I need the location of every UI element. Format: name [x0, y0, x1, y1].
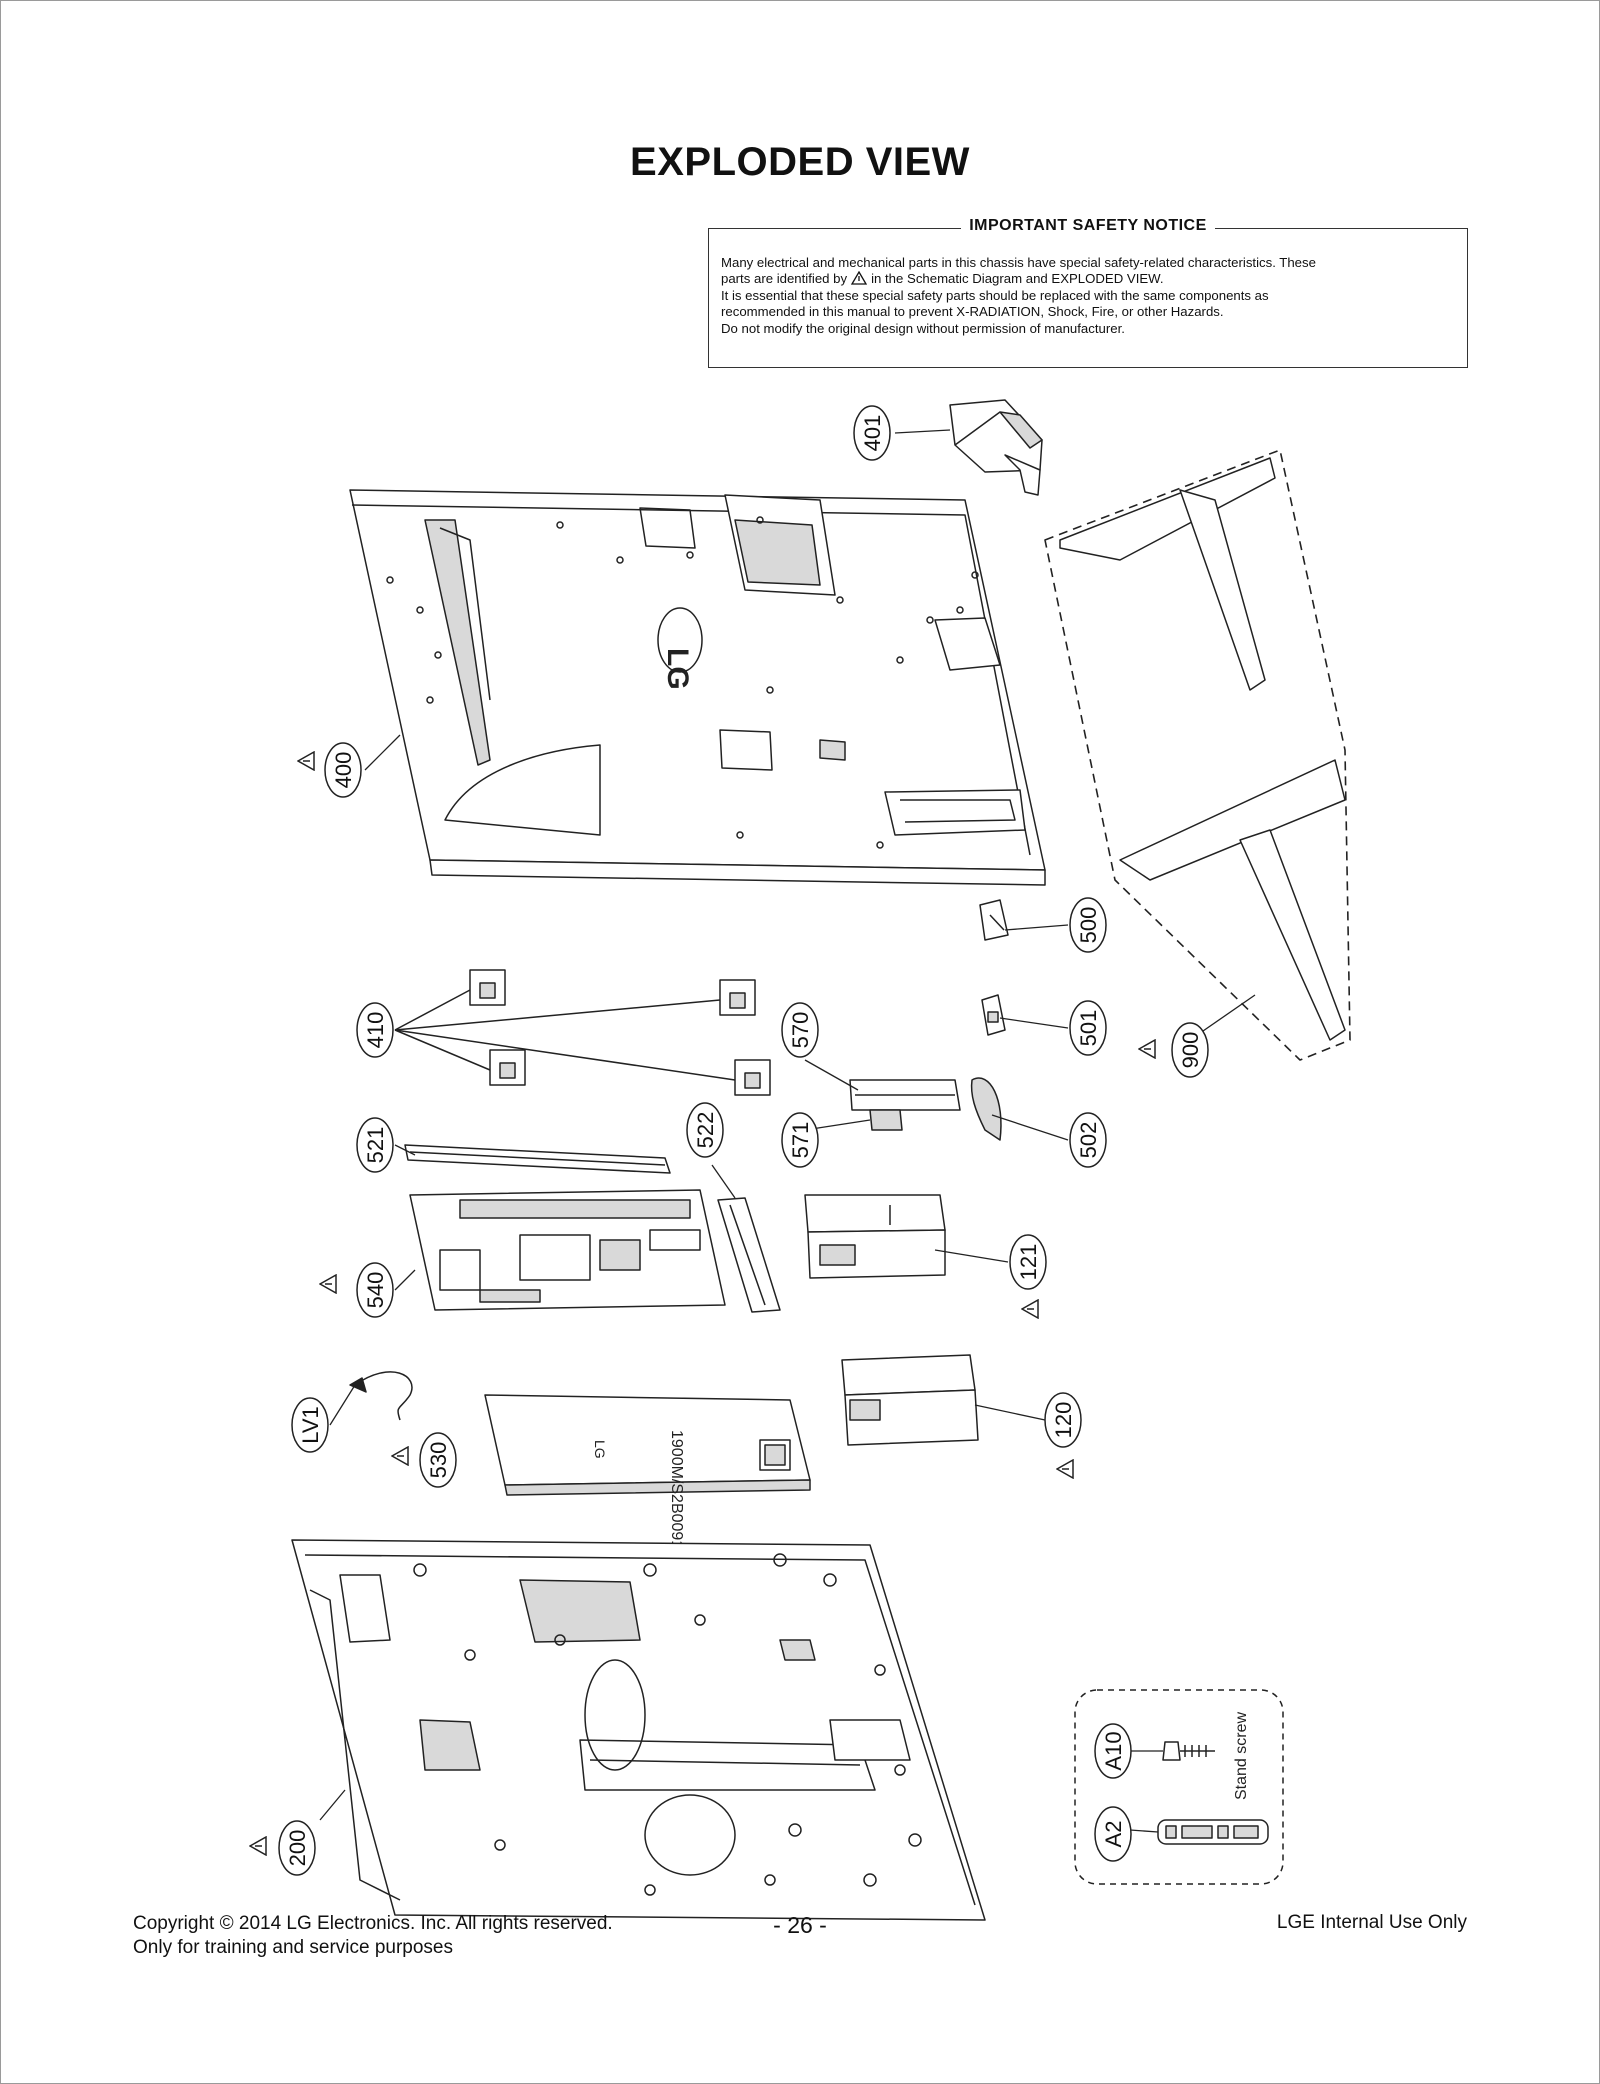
warning-triangle-icon — [319, 1274, 337, 1294]
notice-line-5: Do not modify the original design withou… — [721, 320, 1125, 336]
warning-triangle-icon — [851, 271, 868, 286]
part-501 — [981, 994, 1006, 1036]
callout-502: 502 — [1076, 1122, 1101, 1159]
callout-a10: A10 — [1101, 1731, 1126, 1770]
power-board-code: 1900M/S2B0091 — [668, 1430, 685, 1549]
part-530-power-board — [484, 1394, 811, 1496]
warning-triangle-icon — [1021, 1299, 1039, 1319]
lg-logo-outline — [657, 607, 703, 673]
safety-notice-heading: IMPORTANT SAFETY NOTICE — [961, 217, 1215, 234]
leader-lines — [319, 429, 1256, 1833]
warning-triangle-icon — [297, 751, 315, 771]
stand-screw-label: Stand screw — [1233, 1712, 1250, 1800]
callout-571: 571 — [788, 1122, 813, 1159]
part-120-speaker — [841, 1354, 979, 1446]
part-570-571-bracket — [849, 1079, 961, 1131]
part-a10-stand-screw — [1162, 1741, 1215, 1761]
footer-training: Only for training and service purposes — [133, 1937, 453, 1958]
callout-200: 200 — [285, 1830, 310, 1867]
part-lv1-cable — [349, 1371, 413, 1421]
part-401-stand-bracket — [949, 399, 1043, 496]
callout-570: 570 — [788, 1012, 813, 1049]
part-502 — [970, 1077, 1002, 1141]
part-121-speaker — [804, 1194, 946, 1279]
callout-410: 410 — [363, 1012, 388, 1049]
notice-line-1: Many electrical and mechanical parts in … — [721, 255, 1316, 270]
callout-900: 900 — [1178, 1032, 1203, 1069]
part-521-strip — [404, 1144, 671, 1174]
callout-ovals — [278, 405, 1209, 1876]
callout-501: 501 — [1076, 1010, 1101, 1047]
callout-400: 400 — [331, 752, 356, 789]
part-a2-remote-control — [1157, 1819, 1269, 1845]
footer-left: Copyright © 2014 LG Electronics. Inc. Al… — [133, 1912, 613, 1960]
accessories-box — [1074, 1689, 1284, 1885]
callout-530: 530 — [426, 1442, 451, 1479]
callout-540: 540 — [363, 1272, 388, 1309]
part-900-stand — [1044, 449, 1351, 1061]
callout-lv1: LV1 — [298, 1406, 323, 1444]
warning-triangle-icon — [391, 1446, 409, 1466]
notice-line-3: It is essential that these special safet… — [721, 287, 1269, 303]
callout-521: 521 — [363, 1127, 388, 1164]
callout-500: 500 — [1076, 907, 1101, 944]
page-number: - 26 - — [773, 1912, 827, 1938]
warning-triangle-icon — [249, 1836, 267, 1856]
page-title: EXPLODED VIEW — [630, 140, 970, 184]
part-410-brackets — [394, 969, 771, 1096]
part-540-main-board — [409, 1189, 726, 1311]
warning-triangle-icon — [1056, 1459, 1074, 1479]
part-500 — [979, 899, 1009, 941]
callout-522: 522 — [693, 1112, 718, 1149]
warning-triangle-icon — [1138, 1039, 1156, 1059]
callout-labels: 401 400 500 501 502 900 410 570 521 522 … — [285, 415, 1203, 1867]
callout-120: 120 — [1051, 1402, 1076, 1439]
lg-logo-text: LG — [661, 648, 694, 690]
callout-401: 401 — [860, 415, 885, 452]
callout-a2: A2 — [1101, 1821, 1126, 1848]
safety-notice-body: Many electrical and mechanical parts in … — [721, 255, 1455, 337]
part-400-back-cover — [349, 489, 1046, 886]
part-522-bracket — [717, 1197, 781, 1313]
safety-notice-box: IMPORTANT SAFETY NOTICE Many electrical … — [708, 217, 1468, 368]
part-200-frame — [291, 1539, 986, 1921]
footer-copyright: Copyright © 2014 LG Electronics. Inc. Al… — [133, 1913, 613, 1934]
power-board-mark: LG — [592, 1440, 608, 1459]
notice-line-4: recommended in this manual to prevent X-… — [721, 304, 1224, 320]
footer-internal: LGE Internal Use Only — [1276, 1912, 1467, 1933]
callout-121: 121 — [1016, 1244, 1041, 1281]
